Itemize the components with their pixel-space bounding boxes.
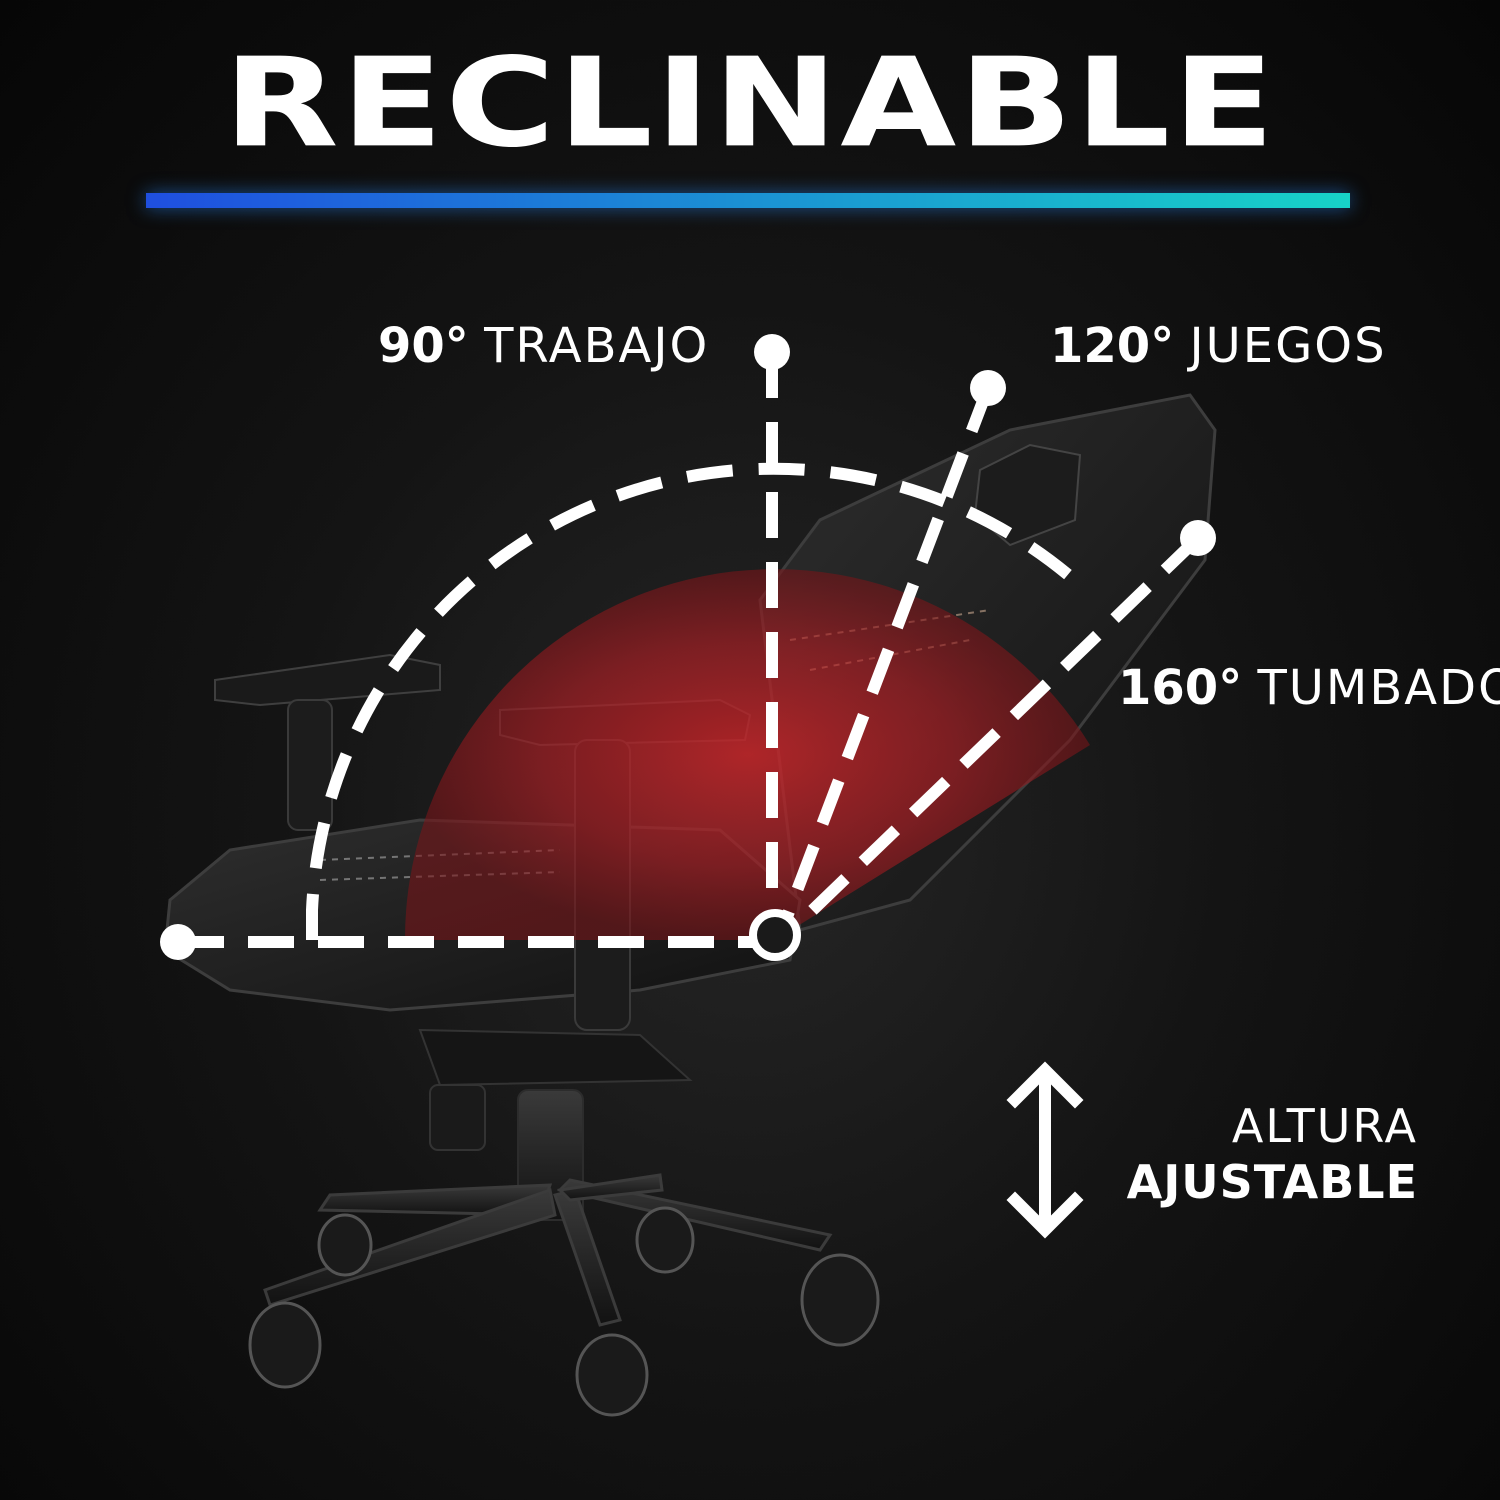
angle-label-160-degree: 160° <box>1118 660 1243 716</box>
chair-left-armrest-post <box>287 699 333 831</box>
chair-mechanism <box>418 1028 693 1087</box>
angle-label-160-name: TUMBADO <box>1257 660 1500 716</box>
recline-angle-wedge <box>404 569 1090 940</box>
pivot-point <box>749 909 801 961</box>
height-adjust-line2: AJUSTABLE <box>1126 1155 1418 1209</box>
height-adjust-label: ALTURA AJUSTABLE <box>1127 1098 1418 1210</box>
endpoint-dot-160 <box>1180 520 1216 556</box>
angle-line-160 <box>785 533 1203 937</box>
height-adjust-line1: ALTURA <box>1231 1099 1418 1153</box>
accent-bar <box>146 193 1350 208</box>
angle-label-90-degree: 90° <box>378 318 469 374</box>
angle-label-90: 90° TRABAJO <box>378 318 709 374</box>
endpoint-dot-90 <box>754 334 790 370</box>
angle-line-120 <box>776 385 994 933</box>
chair-lever <box>429 1084 486 1151</box>
chair-base <box>263 1173 833 1327</box>
chair-left-armrest <box>214 653 441 707</box>
angle-label-120-degree: 120° <box>1050 318 1175 374</box>
angle-label-90-name: TRABAJO <box>484 318 710 374</box>
angle-label-160: 160° TUMBADO <box>1118 660 1500 716</box>
headline: RECLINABLE <box>223 32 1277 175</box>
angle-label-120: 120° JUEGOS <box>1050 318 1387 374</box>
endpoint-dot-120 <box>970 370 1006 406</box>
chair-wheels <box>248 1206 880 1417</box>
endpoint-dot-horizontal <box>160 924 196 960</box>
recline-arc-guide <box>306 462 1084 940</box>
double-arrow-vertical-icon <box>1006 1061 1084 1239</box>
angle-label-120-name: JUEGOS <box>1189 318 1387 374</box>
